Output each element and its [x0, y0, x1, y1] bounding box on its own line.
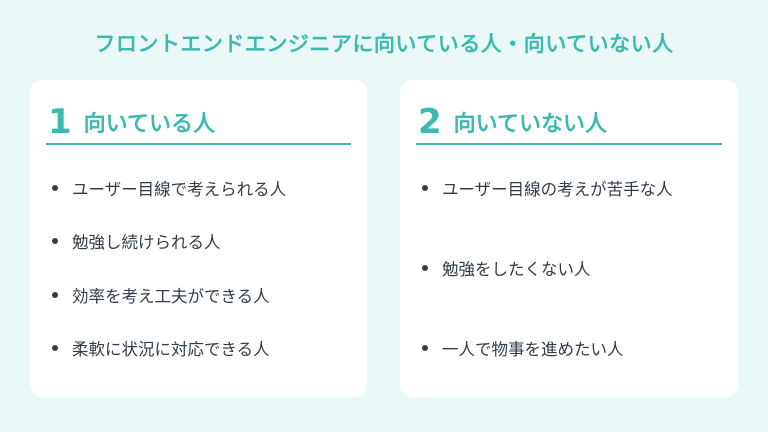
card-heading: 向いている人: [83, 111, 216, 137]
page-title: フロントエンドエンジニアに向いている人・向いていない人: [94, 32, 674, 56]
card-header: 2 向いていない人: [416, 100, 722, 145]
bullet-icon: [52, 292, 58, 298]
card-header: 1 向いている人: [46, 100, 351, 145]
list-item: 効率を考え工夫ができる人: [52, 283, 270, 307]
list-item: 勉強をしたくない人: [422, 256, 591, 280]
bullet-icon: [422, 185, 428, 191]
list-item: 一人で物事を進めたい人: [422, 336, 624, 360]
bullet-icon: [52, 185, 58, 191]
bullet-icon: [422, 345, 428, 351]
suitable-card: 1 向いている人 ユーザー目線で考えられる人 勉強し続けられる人 効率を考え工夫…: [30, 80, 367, 397]
card-number: 1: [48, 101, 72, 142]
list-item: ユーザー目線で考えられる人: [52, 176, 286, 200]
card-number: 2: [418, 101, 442, 142]
bullet-icon: [52, 345, 58, 351]
bullet-icon: [422, 265, 428, 271]
list-item: 柔軟に状況に対応できる人: [52, 336, 270, 360]
list-item: 勉強し続けられる人: [52, 229, 221, 253]
list-item: ユーザー目線の考えが苦手な人: [422, 176, 673, 200]
unsuitable-card: 2 向いていない人 ユーザー目線の考えが苦手な人 勉強をしたくない人 一人で物事…: [400, 80, 738, 397]
card-heading: 向いていない人: [453, 111, 608, 137]
bullet-icon: [52, 238, 58, 244]
